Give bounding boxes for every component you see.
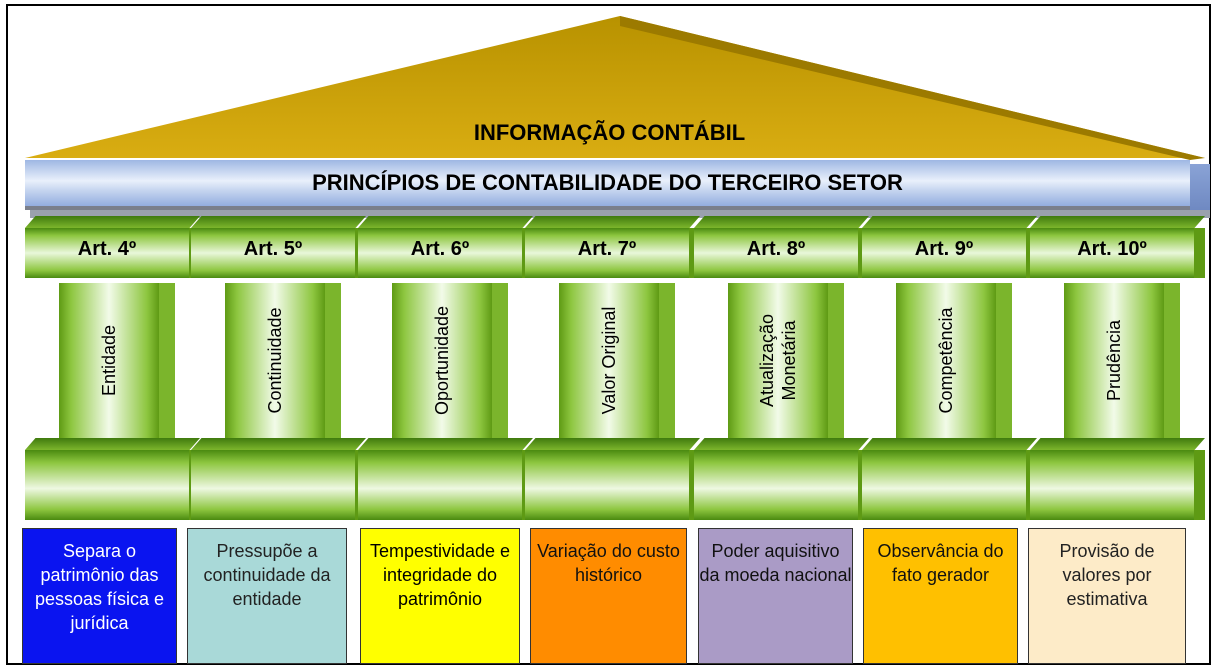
capital-top	[191, 216, 366, 228]
base-top	[1030, 438, 1205, 450]
description-box-art-4: Separa o patrimônio das pessoas física e…	[22, 528, 177, 664]
base	[694, 450, 858, 520]
base-top	[191, 438, 366, 450]
article-label: Art. 7º	[577, 238, 637, 260]
beam-shadow	[30, 210, 1210, 218]
capital-side	[1194, 228, 1205, 278]
principle-label: Prudência	[1104, 319, 1124, 402]
shaft-side	[828, 283, 844, 438]
shaft	[728, 283, 828, 438]
base	[191, 450, 355, 520]
description-box-art-10: Provisão de valores por estimativa	[1028, 528, 1186, 664]
base-top	[694, 438, 869, 450]
description-box-art-5: Pressupõe a continuidade da entidade	[187, 528, 347, 664]
beam-title: PRINCÍPIOS DE CONTABILIDADE DO TERCEIRO …	[312, 170, 903, 195]
base	[525, 450, 689, 520]
shaft	[896, 283, 996, 438]
beam-side	[1190, 164, 1210, 210]
principle-label: Atualização Monetária	[757, 313, 799, 408]
shaft-side	[659, 283, 675, 438]
roof-edge	[620, 16, 1205, 160]
base	[358, 450, 522, 520]
article-label: Art. 10º	[1077, 238, 1147, 260]
shaft-side	[1164, 283, 1180, 438]
base	[1030, 450, 1194, 520]
principle-label: Competência	[936, 307, 956, 414]
roof-shape	[25, 16, 1205, 158]
shaft-side	[492, 283, 508, 438]
article-label: Art. 9º	[914, 238, 974, 260]
base	[862, 450, 1026, 520]
base-top	[25, 438, 200, 450]
shaft	[559, 283, 659, 438]
capital-top	[694, 216, 869, 228]
capital-top	[1030, 216, 1205, 228]
roof-title: INFORMAÇÃO CONTÁBIL	[473, 120, 746, 145]
principle-label: Oportunidade	[432, 305, 452, 416]
principle-label: Valor Original	[599, 306, 619, 415]
article-label: Art. 8º	[746, 238, 806, 260]
description-box-art-6: Tempestividade e integridade do patrimôn…	[360, 528, 520, 664]
capital	[525, 228, 689, 278]
shaft	[1064, 283, 1164, 438]
description-box-art-8: Poder aquisitivo da moeda nacional	[698, 528, 853, 664]
shaft-side	[159, 283, 175, 438]
capital	[1030, 228, 1194, 278]
principles-beam	[25, 160, 1190, 210]
shaft	[59, 283, 159, 438]
capital-top	[358, 216, 533, 228]
base-side	[1194, 450, 1205, 520]
article-label: Art. 5º	[243, 238, 303, 260]
principle-label: Entidade	[99, 324, 119, 397]
description-box-art-9: Observância do fato gerador	[863, 528, 1018, 664]
article-label: Art. 6º	[410, 238, 470, 260]
capital	[191, 228, 355, 278]
base	[25, 450, 189, 520]
capital	[358, 228, 522, 278]
base-top	[862, 438, 1037, 450]
shaft	[392, 283, 492, 438]
shaft	[225, 283, 325, 438]
capital-top	[525, 216, 700, 228]
article-label: Art. 4º	[77, 238, 137, 260]
roof	[25, 16, 1205, 160]
description-box-art-7: Variação do custo histórico	[530, 528, 687, 664]
base-top	[525, 438, 700, 450]
capital	[862, 228, 1026, 278]
shaft-side	[996, 283, 1012, 438]
capital-top	[25, 216, 200, 228]
principle-label: Continuidade	[265, 307, 285, 414]
diagram-frame	[6, 4, 1211, 665]
capital-top	[862, 216, 1037, 228]
capital	[694, 228, 858, 278]
shaft-side	[325, 283, 341, 438]
capital	[25, 228, 189, 278]
base-top	[358, 438, 533, 450]
